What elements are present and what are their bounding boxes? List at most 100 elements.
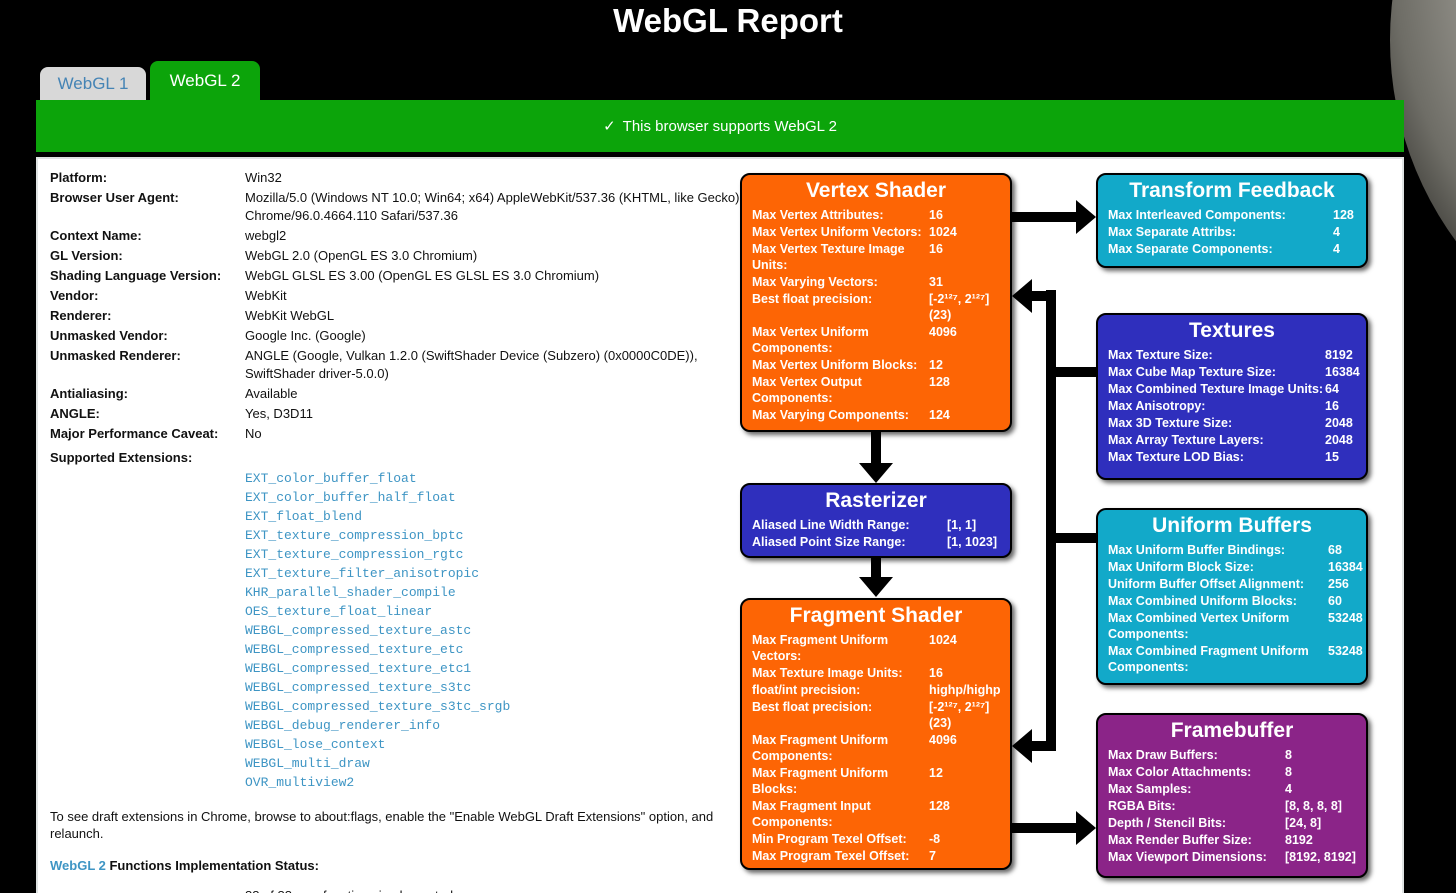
spec-label: Max Program Texel Offset: [752,849,910,863]
spec-row: float/int precision:highp/highp [752,682,1001,698]
spec-label: Max Draw Buffers: [1108,748,1218,762]
box-title: Rasterizer [825,489,927,512]
spec-label: Max Anisotropy: [1108,399,1206,413]
spec-row: Depth / Stencil Bits: [24, 8] [1108,815,1356,831]
extension-link[interactable]: KHR_parallel_shader_compile [245,585,456,600]
arrow-rasterizer-to-fragment-head [859,577,893,597]
spec-value: [8192, 8192] [1285,850,1356,864]
spec-label: Max Samples: [1108,782,1192,796]
tab-webgl1[interactable]: WebGL 1 [40,67,146,100]
info-row: Unmasked Renderer: ANGLE (Google, Vulkan… [50,347,750,383]
extension-link[interactable]: EXT_texture_compression_bptc [245,528,464,543]
extension-link[interactable]: WEBGL_lose_context [245,737,386,752]
spec-label: Aliased Line Width Range: [752,518,910,532]
spec-label: Max Interleaved Components: [1108,208,1286,222]
spec-row: Max Viewport Dimensions:[8192, 8192] [1108,849,1356,865]
spec-value: 16384 [1328,560,1363,574]
box-title: Vertex Shader [805,179,947,202]
spec-row: Max Varying Vectors:31 [752,274,1000,290]
extension-link[interactable]: WEBGL_compressed_texture_etc1 [245,661,472,676]
spec-value: 128 [1333,208,1354,222]
spec-row: Aliased Line Width Range:[1, 1] [752,517,1000,533]
spec-row: Best float precision:[-2¹²⁷, 2¹²⁷] (23) [752,291,1000,323]
extension-link[interactable]: EXT_color_buffer_float [245,471,417,486]
extension-link[interactable]: EXT_texture_compression_rgtc [245,547,464,562]
spec-value: 4 [1333,242,1340,256]
spec-value: 16 [1325,399,1339,413]
info-label: Major Performance Caveat: [50,426,219,441]
spec-label: Max Cube Map Texture Size: [1108,365,1276,379]
spec-row: Max Fragment Uniform Vectors:1024 [752,632,1000,664]
extension-link[interactable]: WEBGL_compressed_texture_s3tc [245,680,472,695]
box-rows: Aliased Line Width Range:[1, 1]Aliased P… [752,517,1000,550]
spec-value: 2048 [1325,433,1353,447]
info-label: Renderer: [50,308,112,323]
extension-link[interactable]: WEBGL_multi_draw [245,756,370,771]
spec-row: Max Combined Texture Image Units:64 [1108,381,1356,397]
info-value: Available [245,386,298,401]
extension-link[interactable]: EXT_color_buffer_half_float [245,490,456,505]
rasterizer-box: Rasterizer Aliased Line Width Range:[1, … [740,483,1012,558]
spec-label: Max Varying Components: [752,408,909,422]
spec-label: Max Vertex Attributes: [752,208,884,222]
spec-value: [1, 1023] [947,535,998,549]
content-panel: Platform: Win32 Browser User Agent: Mozi… [36,157,1404,893]
extension-link[interactable]: WEBGL_compressed_texture_astc [245,623,472,638]
spec-value: 16384 [1325,365,1360,379]
extension-link[interactable]: WEBGL_debug_renderer_info [245,718,441,733]
spec-label: Uniform Buffer Offset Alignment: [1108,577,1305,591]
spec-row: Max Separate Components:4 [1108,241,1356,257]
info-row: Unmasked Vendor: Google Inc. (Google) [50,327,750,345]
arrow-fragment-to-framebuffer-head [1076,811,1096,845]
webgl2-link[interactable]: WebGL 2 [50,858,106,873]
arrow-trunk-to-fragment-head [1012,729,1032,763]
connector-textures-to-trunk [1055,367,1096,377]
spec-row: Max Vertex Output Components: 128 [752,374,1000,406]
spec-row: Max Cube Map Texture Size: 16384 [1108,364,1360,380]
box-title: Framebuffer [1170,719,1294,742]
spec-value: highp/highp [929,683,1001,697]
box-title: Transform Feedback [1129,179,1335,202]
spec-value: 8 [1285,765,1292,779]
spec-value: 128 [929,375,950,389]
extension-link[interactable]: OES_texture_float_linear [245,604,433,619]
info-label: Context Name: [50,228,142,243]
info-row: Vendor: WebKit [50,287,750,305]
spec-value: [24, 8] [1285,816,1322,830]
extension-link[interactable]: WEBGL_compressed_texture_s3tc_srgb [245,699,511,714]
info-label: Unmasked Vendor: [50,328,168,343]
spec-label: Max Array Texture Layers: [1108,433,1264,447]
spec-label: Depth / Stencil Bits: [1108,816,1227,830]
spec-label: Max Fragment Uniform Vectors: [752,633,889,663]
info-label: GL Version: [50,248,123,263]
spec-label: RGBA Bits: [1108,799,1176,813]
extensions-list: EXT_color_buffer_float EXT_color_buffer_… [245,469,750,792]
extension-link[interactable]: EXT_float_blend [245,509,363,524]
extension-link[interactable]: EXT_texture_filter_anisotropic [245,566,480,581]
spec-value: 128 [929,799,950,813]
info-row: Renderer: WebKit WebGL [50,307,750,325]
spec-value: 15 [1325,450,1339,464]
spec-label: Max Uniform Buffer Bindings: [1108,543,1286,557]
info-value: Mozilla/5.0 (Windows NT 10.0; Win64; x64… [245,190,740,223]
spec-row: Max Fragment Input Components:128 [752,798,1000,830]
spec-row: Max 3D Texture Size:2048 [1108,415,1356,431]
info-label: Shading Language Version: [50,268,222,283]
extension-link[interactable]: WEBGL_compressed_texture_etc [245,642,464,657]
spec-label: Max Vertex Output Components: [752,375,862,405]
info-value: Yes, D3D11 [245,406,313,421]
extension-link[interactable]: OVR_multiview2 [245,775,355,790]
spec-value: 16 [929,242,943,256]
info-row: Context Name: webgl2 [50,227,750,245]
spec-row: Best float precision:[-2¹²⁷, 2¹²⁷] (23) [752,699,1000,731]
spec-row: Max Texture LOD Bias:15 [1108,449,1356,465]
info-label: Unmasked Renderer: [50,348,181,363]
spec-value: 256 [1328,577,1349,591]
spec-value: 64 [1325,382,1339,396]
tab-webgl2[interactable]: WebGL 2 [150,61,260,104]
spec-label: Max Combined Vertex Uniform Components: [1108,611,1290,641]
info-value: WebGL 2.0 (OpenGL ES 3.0 Chromium) [245,248,478,263]
spec-value: 16 [929,208,943,222]
